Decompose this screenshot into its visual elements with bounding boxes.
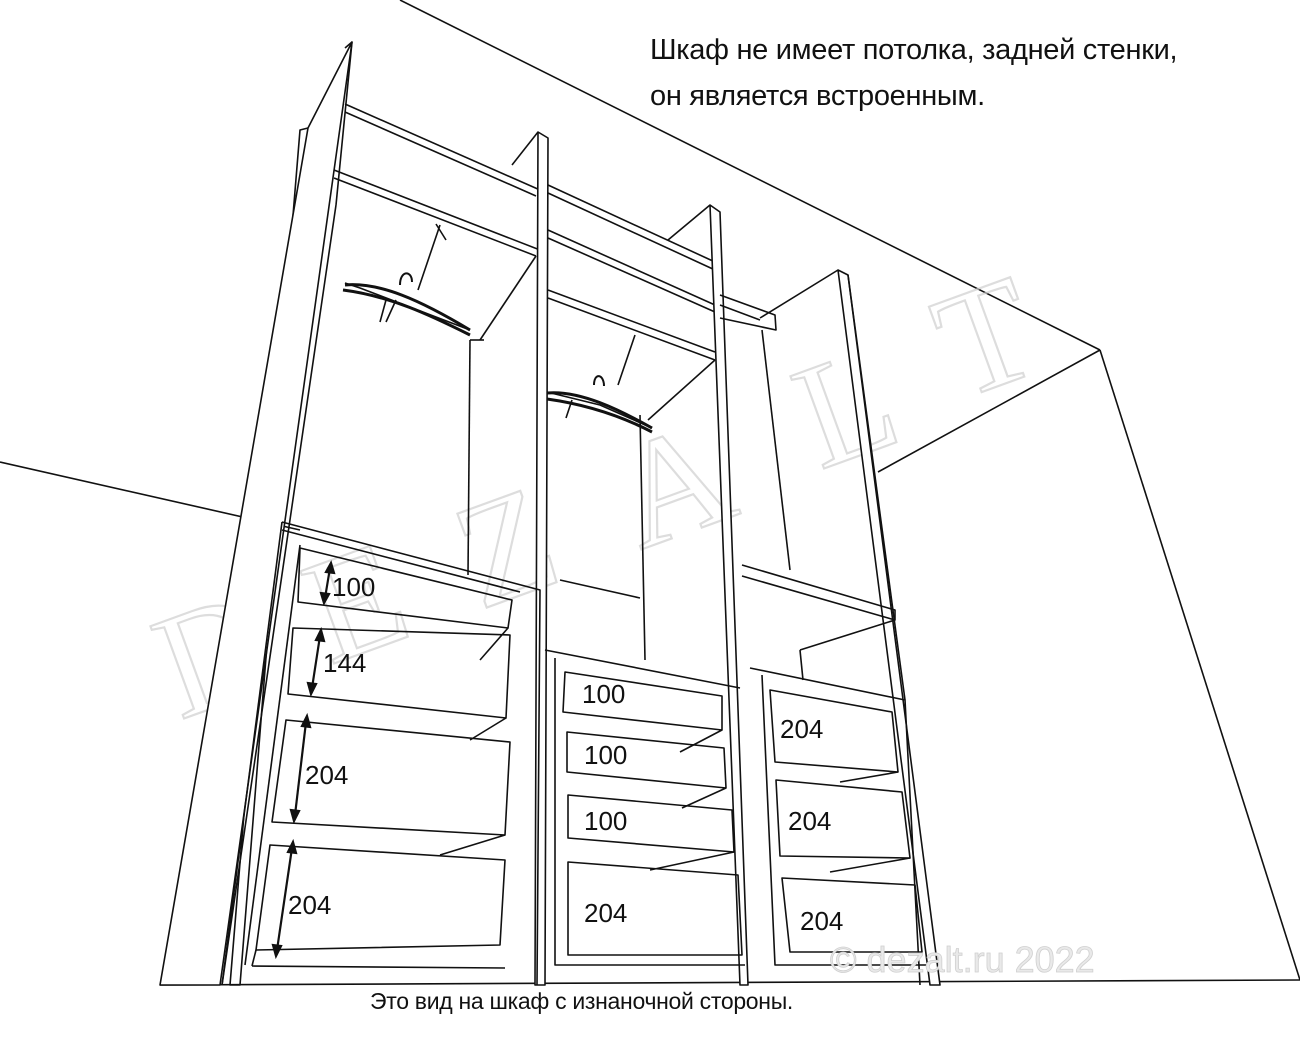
note-bottom: Это вид на шкаф с изнаночной стороны. bbox=[370, 988, 794, 1014]
dim-left-1: 100 bbox=[332, 572, 375, 602]
dimension-arrows bbox=[271, 560, 336, 960]
watermark-letter: Z bbox=[435, 454, 578, 641]
dim-right-2: 204 bbox=[788, 806, 831, 836]
dimension-labels: 100 144 204 204 100 100 100 204 204 204 … bbox=[288, 572, 843, 936]
dim-middle-4: 204 bbox=[584, 898, 627, 928]
note-top-line-2: он является встроенным. bbox=[650, 80, 985, 112]
dim-right-3: 204 bbox=[800, 906, 843, 936]
watermark-letter: L bbox=[775, 314, 918, 501]
room-lines bbox=[0, 0, 1300, 986]
dim-middle-1: 100 bbox=[582, 679, 625, 709]
dim-left-2: 144 bbox=[323, 648, 366, 678]
dim-middle-2: 100 bbox=[584, 740, 627, 770]
wardrobe-frame bbox=[159, 41, 941, 986]
watermark-letter: T bbox=[915, 244, 1058, 431]
copyright-watermark: © dezalt.ru 2022 bbox=[830, 939, 1095, 980]
dim-middle-3: 100 bbox=[584, 806, 627, 836]
dim-right-1: 204 bbox=[780, 714, 823, 744]
dim-left-3: 204 bbox=[305, 760, 348, 790]
note-top-line-1: Шкаф не имеет потолка, задней стенки, bbox=[650, 34, 1178, 66]
dim-left-4: 204 bbox=[288, 890, 331, 920]
